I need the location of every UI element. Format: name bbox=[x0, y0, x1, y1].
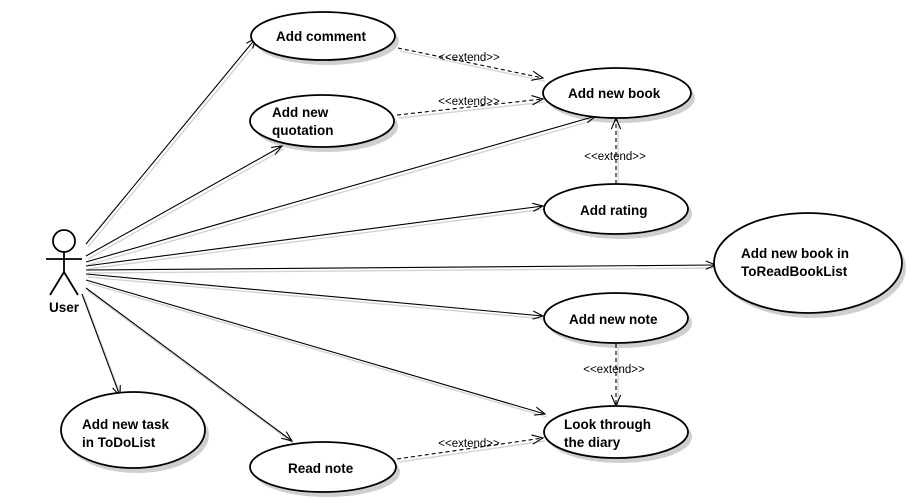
use-case-label: Add new book in bbox=[741, 246, 849, 261]
use-case-label: Read note bbox=[288, 461, 354, 476]
association-line-add-new-quotation[interactable] bbox=[85, 145, 283, 257]
extend-label: <<extend>> bbox=[438, 52, 500, 64]
use-case-add-new-book-toread[interactable]: Add new book in ToReadBookList bbox=[713, 212, 903, 314]
extend-shadow bbox=[398, 440, 546, 463]
use-case-label: Add new note bbox=[569, 312, 658, 327]
association-line-add-new-book[interactable] bbox=[85, 115, 597, 263]
use-case-add-new-quotation[interactable]: Add new quotation bbox=[249, 94, 395, 148]
association-line-read-note[interactable] bbox=[85, 287, 293, 442]
actor-user[interactable]: User bbox=[46, 229, 82, 315]
association-line-add-comment[interactable] bbox=[85, 37, 257, 245]
use-case-ellipse bbox=[249, 441, 397, 493]
extend-label: <<extend>> bbox=[584, 151, 646, 163]
extend-arrowhead bbox=[531, 70, 545, 81]
extend-shadow bbox=[399, 50, 546, 82]
use-case-add-new-task-todo[interactable]: Add new task in ToDoList bbox=[60, 391, 206, 469]
association-line-add-rating[interactable] bbox=[85, 205, 544, 267]
use-case-label: ToReadBookList bbox=[741, 264, 848, 279]
association-arrowhead bbox=[271, 145, 284, 155]
use-case-look-through-diary[interactable]: Look through the diary bbox=[543, 405, 689, 459]
actor-right-leg bbox=[63, 271, 79, 296]
use-case-label: Add new book bbox=[568, 86, 661, 101]
use-case-add-rating[interactable]: Add rating bbox=[543, 183, 689, 235]
extend-label: <<extend>> bbox=[438, 438, 500, 450]
extend-line-read-note[interactable] bbox=[396, 437, 544, 460]
use-case-add-new-book[interactable]: Add new book bbox=[542, 67, 692, 119]
extend-line-add-comment[interactable] bbox=[397, 47, 544, 79]
use-case-read-note[interactable]: Read note bbox=[249, 441, 397, 493]
use-case-ellipse bbox=[543, 292, 689, 344]
use-case-label: Look through bbox=[564, 417, 651, 432]
association-shadow bbox=[87, 40, 259, 248]
extend-shadow bbox=[398, 101, 546, 119]
use-case-label: Add new bbox=[272, 105, 329, 120]
association-shadow bbox=[87, 118, 599, 266]
edge-layer: <<extend>> <<extend>> <<extend>> <<extend>>… bbox=[81, 36, 718, 460]
association-shadow bbox=[87, 267, 719, 274]
use-case-ellipse bbox=[542, 67, 692, 119]
association-line-add-new-book-toread[interactable] bbox=[85, 264, 717, 271]
association-shadow bbox=[87, 282, 548, 418]
extend-arrowhead bbox=[531, 95, 545, 106]
use-case-label: Add rating bbox=[580, 203, 648, 218]
extend-line-add-new-quotation[interactable] bbox=[396, 98, 544, 116]
use-case-ellipse bbox=[249, 94, 395, 148]
association-shadow bbox=[83, 296, 123, 400]
association-line-add-new-note[interactable] bbox=[85, 273, 544, 317]
use-case-add-new-note[interactable]: Add new note bbox=[543, 292, 689, 344]
use-case-ellipse bbox=[250, 11, 396, 61]
actor-head bbox=[52, 229, 76, 253]
association-shadow bbox=[87, 276, 546, 320]
use-case-label: in ToDoList bbox=[82, 435, 156, 450]
association-arrowhead bbox=[532, 202, 545, 212]
use-case-ellipse bbox=[543, 183, 689, 235]
use-case-add-comment[interactable]: Add comment bbox=[250, 11, 396, 61]
extend-label: <<extend>> bbox=[438, 96, 500, 108]
actor-label: User bbox=[49, 300, 80, 315]
association-arrowhead bbox=[281, 431, 294, 442]
association-line-look-through-diary[interactable] bbox=[85, 279, 546, 415]
use-case-label: quotation bbox=[272, 123, 333, 138]
association-arrowhead bbox=[533, 406, 547, 416]
use-case-label: Add new task bbox=[82, 417, 170, 432]
association-shadow bbox=[87, 148, 285, 260]
extend-label: <<extend>> bbox=[583, 364, 645, 376]
extend-arrowhead bbox=[531, 434, 545, 445]
use-case-label: Add comment bbox=[276, 29, 367, 44]
use-case-ellipse bbox=[713, 212, 903, 314]
use-case-label: the diary bbox=[564, 435, 621, 450]
use-case-ellipse bbox=[60, 391, 206, 469]
association-shadow bbox=[87, 208, 546, 270]
actor-left-leg bbox=[49, 271, 65, 296]
association-line-add-new-task-todo[interactable] bbox=[81, 293, 121, 397]
use-case-ellipse bbox=[543, 405, 689, 459]
association-arrowhead bbox=[532, 310, 545, 320]
association-shadow bbox=[87, 290, 295, 445]
